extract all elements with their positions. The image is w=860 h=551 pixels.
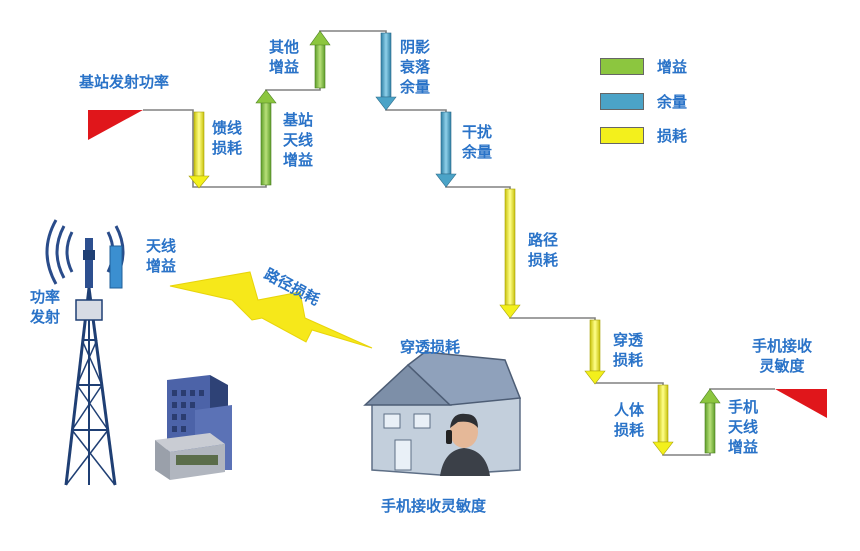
legend-swatch-gain — [600, 58, 644, 75]
legend-item-margin: 余量 — [600, 91, 687, 112]
body-loss-arrow — [652, 384, 674, 456]
path-loss-label: 路径 损耗 — [528, 231, 559, 269]
legend-item-gain: 增益 — [600, 56, 687, 77]
interference-margin-label: 干扰 余量 — [462, 123, 493, 161]
shadow-fading-margin-label: 阴影 衰落 余量 — [400, 38, 431, 96]
office-building-icon — [155, 375, 232, 480]
illustration-penetration-loss-label: 穿透损耗 — [400, 338, 461, 356]
feeder-loss-arrow — [188, 111, 210, 189]
bs-antenna-gain-label: 基站 天线 增益 — [283, 111, 314, 169]
other-gain-arrow — [309, 30, 331, 89]
penetration-loss-arrow — [584, 319, 606, 385]
illustration-tx-power-label: 功率 发射 — [30, 288, 61, 326]
shadow-fading-margin-arrow — [375, 32, 397, 111]
legend-label-margin: 余量 — [657, 93, 688, 111]
legend-label-gain: 增益 — [657, 58, 688, 76]
other-gain-label: 其他 增益 — [269, 38, 300, 76]
house-icon — [363, 351, 522, 476]
bs-tx-power-marker — [88, 110, 143, 140]
bs-tx-power-label: 基站发射功率 — [79, 73, 170, 91]
illustration-antenna-gain-label: 天线 增益 — [146, 237, 177, 275]
phone-rx-sensitivity-label: 手机接收 灵敏度 — [752, 337, 813, 375]
bs-antenna-gain-arrow — [255, 89, 277, 186]
feeder-loss-label: 馈线 损耗 — [212, 119, 243, 157]
phone-rx-sensitivity-marker — [775, 389, 827, 418]
lightning-icon — [169, 271, 373, 349]
legend-item-loss: 损耗 — [600, 125, 687, 146]
legend-swatch-loss — [600, 127, 644, 144]
penetration-loss-label: 穿透 损耗 — [613, 331, 644, 369]
legend-swatch-margin — [600, 93, 644, 110]
legend-label-loss: 损耗 — [657, 127, 688, 145]
phone-antenna-gain-label: 手机 天线 增益 — [728, 398, 759, 456]
body-loss-label: 人体 损耗 — [614, 401, 645, 439]
illustration-phone-rx-sensitivity-label: 手机接收灵敏度 — [381, 497, 487, 515]
interference-margin-arrow — [435, 111, 457, 188]
phone-antenna-gain-arrow — [699, 388, 721, 454]
tower-icon — [45, 219, 125, 486]
path-loss-arrow — [499, 188, 521, 319]
